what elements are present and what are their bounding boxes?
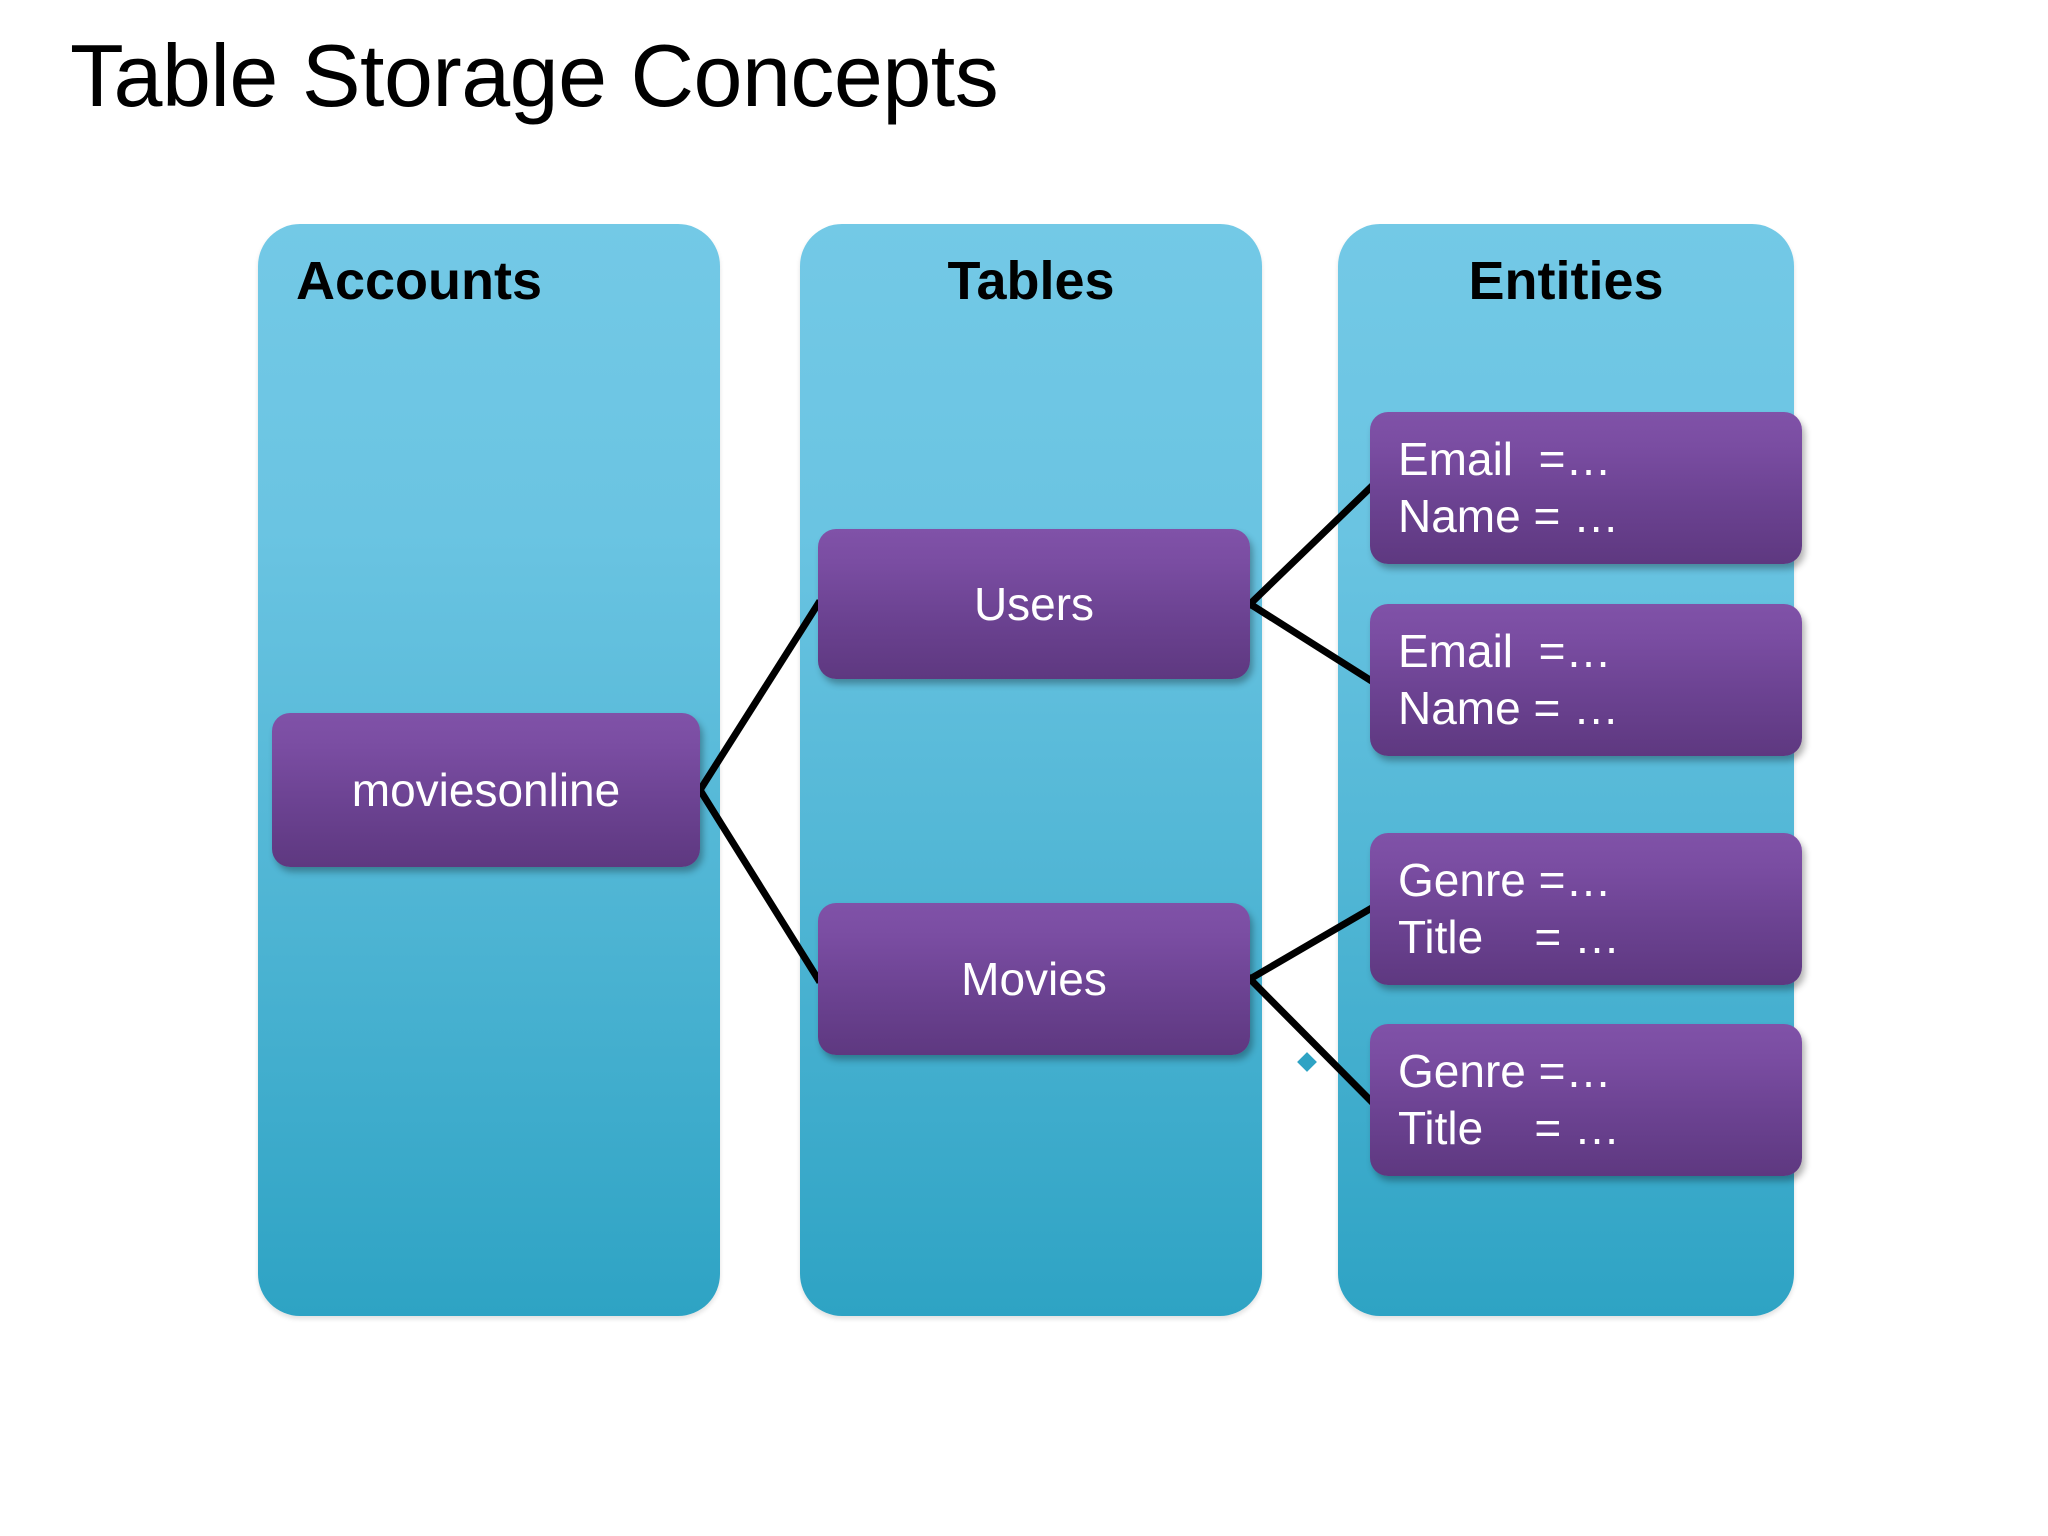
entity-property-email: Email =… [1398,432,1612,485]
stray-marker-artifact [1297,1052,1317,1072]
entity-box-user-1[interactable]: Email =… Name = … [1370,412,1802,564]
account-box-moviesonline[interactable]: moviesonline [272,713,700,867]
column-panel-tables [800,224,1262,1316]
table-box-movies[interactable]: Movies [818,903,1250,1055]
column-header-tables: Tables [947,251,1115,311]
entity-property-genre: Genre =… [1398,1044,1612,1097]
entity-property-name: Name = … [1398,682,1620,734]
entity-box-user-2[interactable]: Email =… Name = … [1370,604,1802,756]
entity-property-name: Name = … [1398,490,1620,542]
table-box-label: Movies [961,952,1107,1005]
entity-property-title: Title = … [1398,1102,1620,1154]
entity-property-list: Email =… Name = … [1398,432,1619,544]
entity-property-genre: Genre =… [1398,853,1612,906]
entity-property-list: Genre =… Title = … [1398,853,1620,965]
entity-property-email: Email =… [1398,624,1612,677]
account-box-label: moviesonline [351,763,621,816]
table-box-users[interactable]: Users [818,529,1250,679]
page-title: Table Storage Concepts [70,26,999,125]
entity-property-list: Email =… Name = … [1398,624,1619,736]
entity-property-title: Title = … [1398,911,1620,963]
column-header-accounts: Accounts [296,251,543,311]
entity-box-movie-1[interactable]: Genre =… Title = … [1370,833,1802,985]
column-header-entities: Entities [1468,251,1664,311]
entity-property-list: Genre =… Title = … [1398,1044,1620,1156]
entity-box-movie-2[interactable]: Genre =… Title = … [1370,1024,1802,1176]
table-box-label: Users [973,577,1095,630]
